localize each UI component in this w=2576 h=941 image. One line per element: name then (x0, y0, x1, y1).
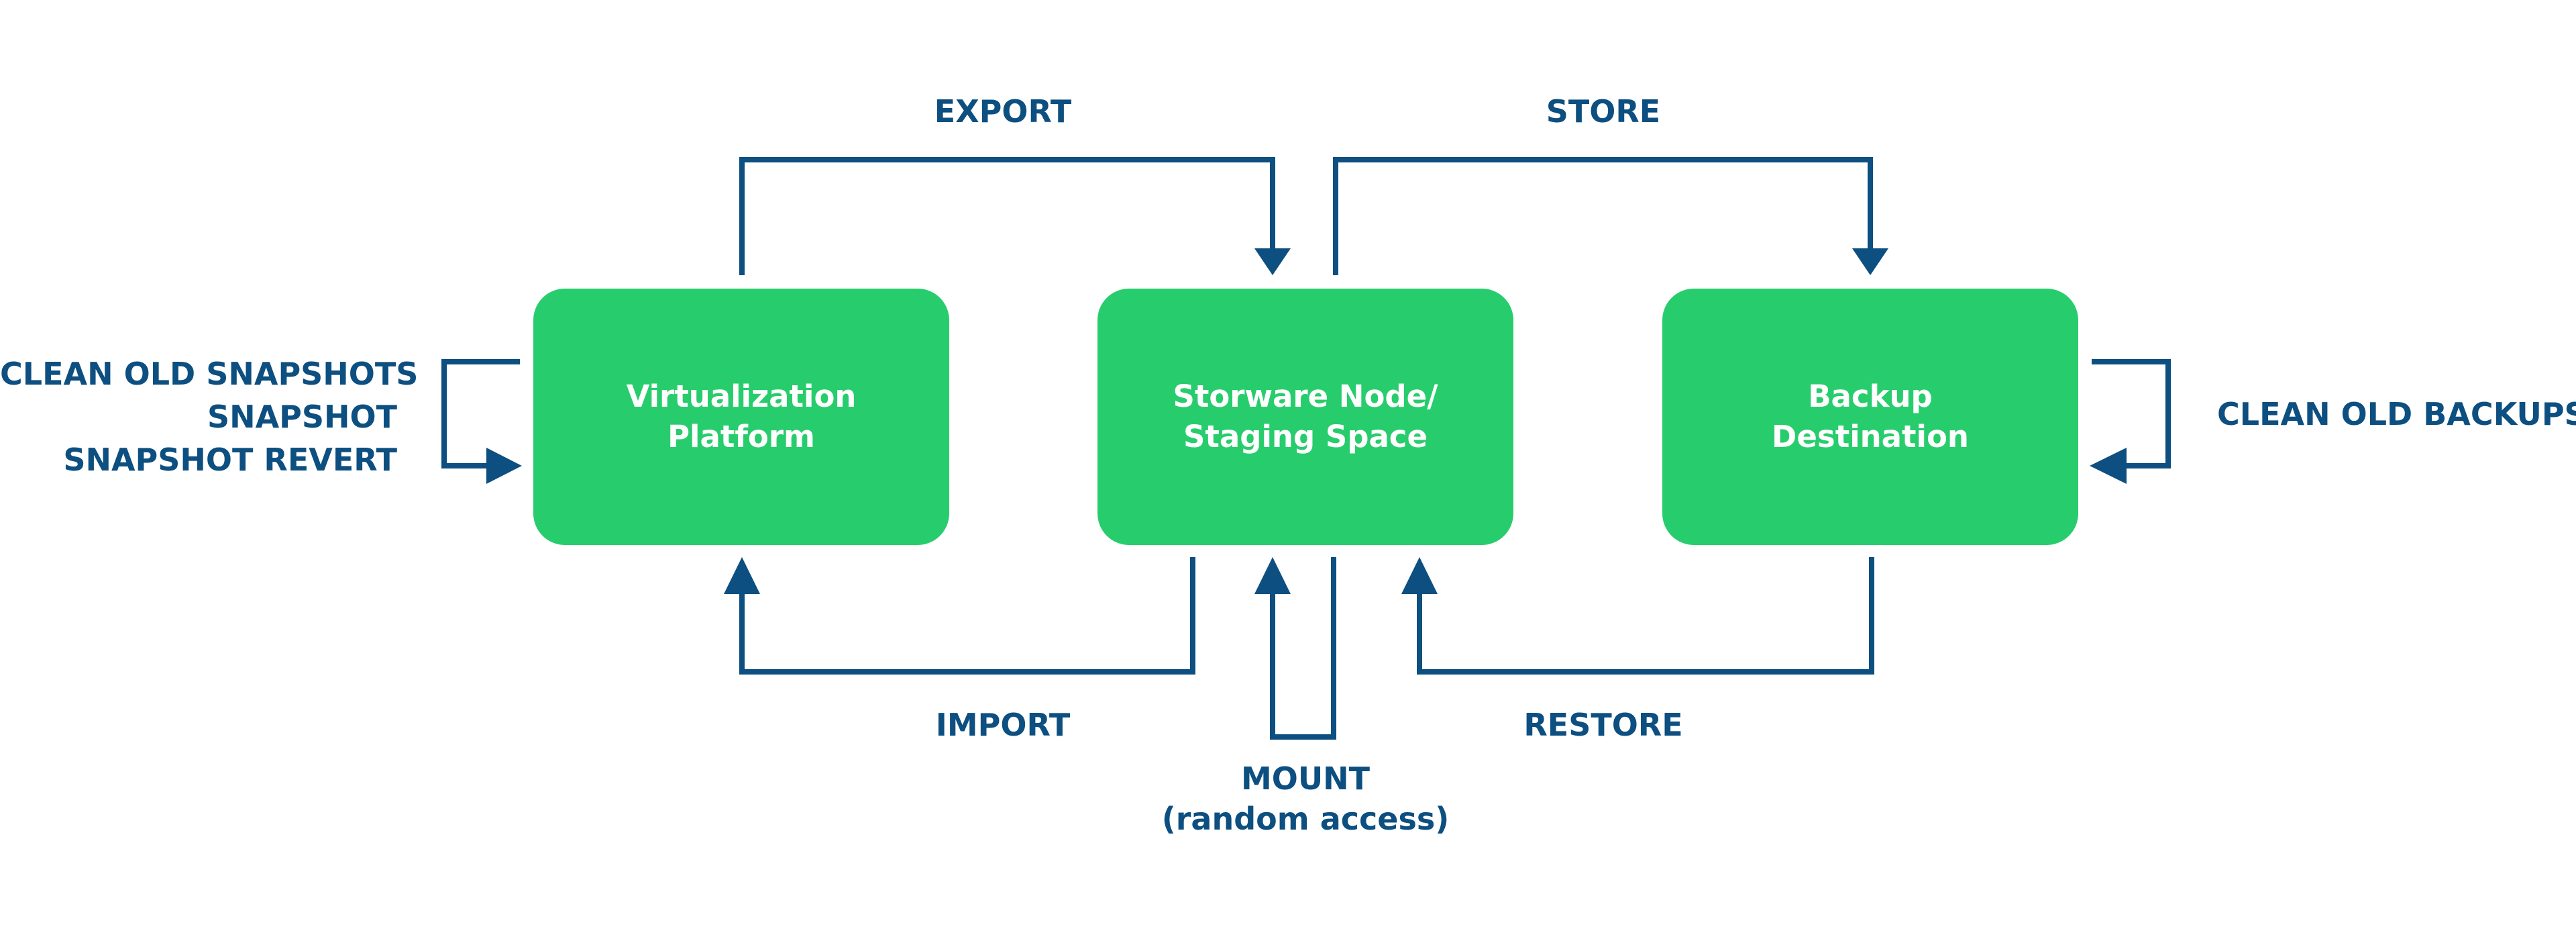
mount-label-line2: (random access) (1161, 801, 1450, 837)
mount-label-line1: MOUNT (1240, 760, 1371, 797)
staging-node-line1: Storware Node/ (1173, 379, 1438, 414)
snapshot-op-snapshot: SNAPSHOT (207, 399, 397, 435)
mount-arrowhead (1254, 557, 1291, 594)
store-arrow (1333, 157, 1873, 275)
restore-arrowhead (1401, 557, 1438, 594)
virtualization-platform-node: Virtualization Platform (533, 289, 949, 545)
restore-arrow (1417, 557, 1874, 675)
backup-destination-node: Backup Destination (1662, 289, 2078, 545)
backup-node-line2: Destination (1772, 419, 1969, 454)
mount-arrow (1270, 557, 1336, 740)
backup-node-line1: Backup (1808, 379, 1933, 414)
restore-label: RESTORE (1523, 707, 1683, 743)
clean-backups-loop-arrow (2092, 359, 2171, 468)
snapshot-op-snapshot-revert: SNAPSHOT REVERT (63, 442, 397, 478)
store-label: STORE (1546, 93, 1661, 130)
mount-label: MOUNT (random access) (1104, 758, 1507, 839)
import-arrowhead (724, 557, 760, 594)
clean-backups-loop-arrowhead (2090, 448, 2127, 484)
virtualization-node-line1: Virtualization (626, 379, 857, 414)
snapshot-loop-arrowhead (486, 448, 522, 484)
import-arrow (739, 557, 1195, 675)
snapshot-operations-label: CLEAN OLD SNAPSHOTS SNAPSHOT SNAPSHOT RE… (0, 352, 419, 481)
snapshot-op-clean-old-snapshots: CLEAN OLD SNAPSHOTS (0, 356, 419, 392)
snapshot-loop-arrow (441, 359, 520, 468)
clean-old-backups-label: CLEAN OLD BACKUPS (2217, 396, 2576, 432)
storware-node-staging-node: Storware Node/ Staging Space (1097, 289, 1513, 545)
import-label: IMPORT (935, 707, 1071, 743)
export-arrow (739, 157, 1275, 275)
export-arrowhead (1254, 248, 1291, 275)
staging-node-line2: Staging Space (1183, 419, 1428, 454)
store-arrowhead (1852, 248, 1888, 275)
export-label: EXPORT (934, 93, 1072, 130)
virtualization-node-line2: Platform (667, 419, 815, 454)
